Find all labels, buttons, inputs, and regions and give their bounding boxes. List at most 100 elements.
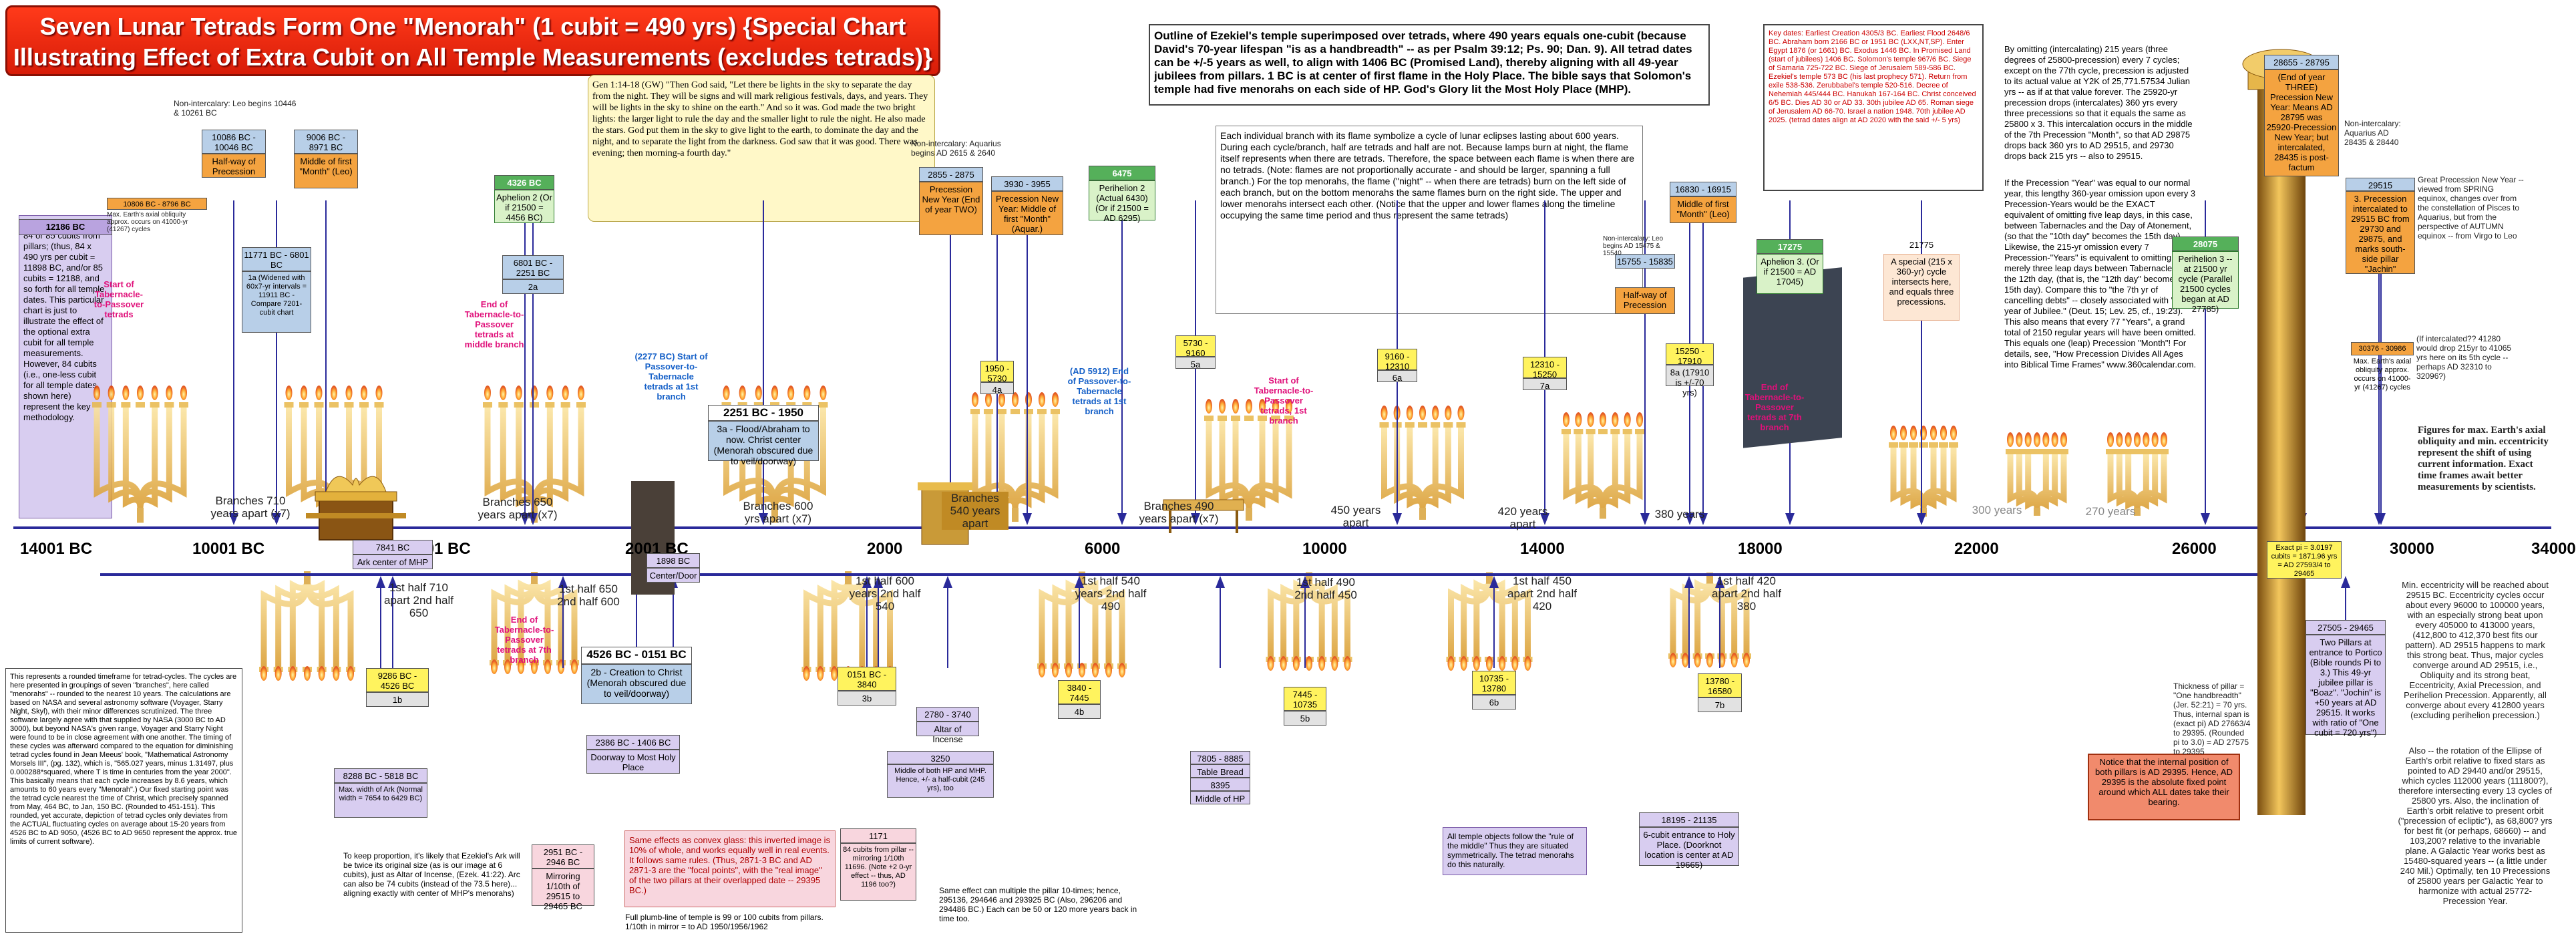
date-tag: 1898 BC xyxy=(647,553,700,568)
side-note: Max. Earth's axial obliquity approx. occ… xyxy=(107,211,188,233)
flame-icon xyxy=(1499,656,1506,671)
branch-label-bottom: 1st half 490 2nd half 450 xyxy=(1294,576,1357,601)
flame-icon xyxy=(1694,653,1701,667)
side-note: Figures for max. Earth's axial obliquity… xyxy=(2418,425,2549,492)
flame-icon xyxy=(1575,412,1582,427)
bottom-left-note: This represents a rounded timeframe for … xyxy=(5,668,242,933)
flame-icon xyxy=(2051,432,2058,447)
date-tag: Table Bread xyxy=(1190,764,1250,778)
tetrad-label: (2277 BC) Start of Passover-to-Tabernacl… xyxy=(634,351,708,402)
pointer-arrow xyxy=(2201,513,2210,525)
date-tag: Notice that the internal position of bot… xyxy=(2088,754,2240,820)
pointer-arrow xyxy=(1640,513,1650,525)
date-tag: A special (215 x 360-yr) cycle intersect… xyxy=(1883,254,1960,321)
menorah-icon xyxy=(1379,406,1466,520)
convex-note: Same effects as convex glass: this inver… xyxy=(624,830,836,907)
date-tag: 5b xyxy=(1284,711,1326,726)
pointer-arrow xyxy=(1785,513,1795,525)
menorah-icon xyxy=(92,385,188,523)
flame-icon xyxy=(1219,399,1226,414)
pointer-arrow xyxy=(376,576,385,588)
flame-icon xyxy=(1624,412,1631,427)
side-note: Non-intercalary: Aquarius AD 28435 & 284… xyxy=(2344,119,2401,147)
pointer-arrow xyxy=(229,513,238,525)
menorah-icon xyxy=(259,571,355,681)
flame-icon xyxy=(803,385,811,400)
branch-label-bottom: 1st half 650 2nd half 600 xyxy=(557,583,620,608)
flame-icon xyxy=(1292,656,1300,671)
side-note: Non-intercalary: Leo begins AD 15475 & 1… xyxy=(1603,235,1664,257)
date-tag: 4326 BC xyxy=(494,175,554,190)
date-tag: 28075 xyxy=(2172,237,2239,251)
date-tag: 7841 BC xyxy=(353,540,433,555)
flame-icon xyxy=(1900,426,1907,440)
date-tag: 0151 BC - 3840 xyxy=(838,667,896,691)
flame-icon xyxy=(546,385,554,400)
pointer-arrow xyxy=(1540,513,1549,525)
flame-icon xyxy=(2060,432,2067,447)
flame-icon xyxy=(2116,432,2123,447)
date-tag: 2a xyxy=(502,279,564,294)
date-tag: 8395 xyxy=(1190,778,1250,791)
date-tag: 27505 - 29465 xyxy=(2306,620,2386,635)
menorah-icon xyxy=(1446,572,1533,671)
side-note: Non-intercalary: Aquarius begins AD 2615… xyxy=(911,139,1001,158)
date-tag: 12310 - 15250 xyxy=(1523,357,1567,379)
branch-label: Branches 490 years apart (x7) xyxy=(1139,500,1219,525)
date-tag: Altar of Incense xyxy=(916,722,979,744)
flame-icon xyxy=(504,659,511,674)
pointer-arrow xyxy=(862,576,872,588)
flame-icon xyxy=(2007,432,2014,447)
date-tag: Max. width of Ark (Normal width = 7654 t… xyxy=(334,783,427,818)
flame-icon xyxy=(500,385,507,400)
side-note: (If intercalated?? 41280 would drop 215y… xyxy=(2416,334,2512,381)
date-tag: Center/Door xyxy=(647,568,700,583)
pointer-arrow xyxy=(272,513,281,525)
chart-title: Seven Lunar Tetrads Form One "Menorah" (… xyxy=(5,5,940,76)
branch-label: 420 years apart xyxy=(1497,505,1548,530)
flame-icon xyxy=(289,666,297,681)
date-tag: 5a xyxy=(1175,357,1216,369)
flame-icon xyxy=(1318,656,1326,671)
pointer-arrow xyxy=(874,576,883,588)
flame-icon xyxy=(1612,412,1619,427)
tetrad-label: End of Tabernacle-to-Passover tetrads at… xyxy=(464,299,524,349)
date-tag: Perihelion 2 (Actual 6430) (Or if 21500 … xyxy=(1089,180,1155,223)
axis-label: 18000 xyxy=(1738,540,1783,558)
date-tag: Half-way of Precession xyxy=(202,154,266,178)
side-note: Non-intercalary: Leo begins 10446 & 1026… xyxy=(174,99,297,118)
tetrad-label: (AD 5912) End of Passover-to-Tabernacle … xyxy=(1067,366,1131,416)
ark-note: To keep proportion, it's likely that Eze… xyxy=(339,847,533,921)
branch-label: Branches 540 years apart xyxy=(942,492,1008,530)
pointer-arrow xyxy=(1698,513,1708,525)
flame-icon xyxy=(831,666,838,681)
branch-label-bottom: 1st half 710 apart 2nd half 650 xyxy=(384,581,453,619)
date-tag: 8a (17910 is +/-70 yrs) xyxy=(1666,365,1714,398)
flame-icon xyxy=(1280,656,1287,671)
pointer-arrow xyxy=(1715,576,1724,588)
date-tag: Precession New Year (End of year TWO) xyxy=(919,182,983,235)
menorah-icon xyxy=(801,571,895,681)
axis-label: 34000 xyxy=(2531,540,2576,558)
date-tag: 10086 BC - 10046 BC xyxy=(202,130,266,154)
flame-icon xyxy=(285,385,293,400)
table-icon xyxy=(1163,499,1244,533)
flame-icon xyxy=(985,392,992,407)
flame-icon xyxy=(1524,656,1531,671)
branch-label-bottom: 1st half 420 apart 2nd half 380 xyxy=(1712,575,1781,613)
date-tag: 1171 xyxy=(840,828,916,843)
date-tag: Mirroring 1/10th of 29515 to 29465 BC xyxy=(532,869,594,911)
menorah-icon xyxy=(1889,426,1958,517)
date-tag: 9286 BC - 4526 BC xyxy=(366,668,429,692)
flame-icon xyxy=(1930,426,1937,440)
date-tag: Two Pillars at entrance to Portico (Bibl… xyxy=(2306,635,2386,738)
tetrad-label: Start of Tabernacle-to-Passover tetrads,… xyxy=(1254,375,1314,426)
date-tag: 1950 - 5730 xyxy=(980,361,1014,383)
tetrad-label: Start of Tabernacle-to-Passover tetrads xyxy=(94,279,144,319)
date-tag: 7a xyxy=(1523,378,1567,391)
ark-icon xyxy=(306,476,406,540)
flame-icon xyxy=(1682,653,1689,667)
date-tag: 3. Precession intercalated to 29515 BC f… xyxy=(2346,191,2415,274)
menorah-icon xyxy=(1561,412,1644,519)
pointer-arrow xyxy=(1075,576,1084,588)
